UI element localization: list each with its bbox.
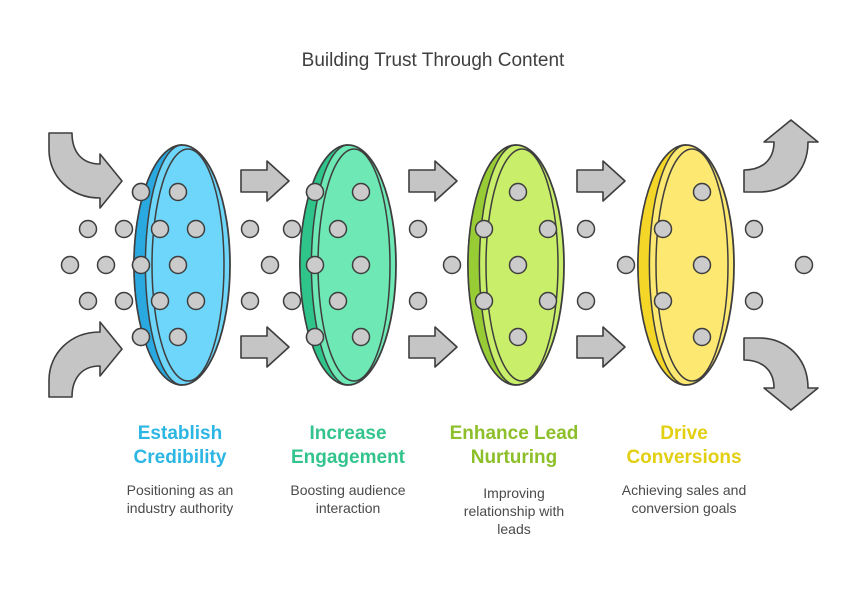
particle-dot [305,255,325,275]
stage-description-line: industry authority [126,500,234,516]
particle-dot [576,219,596,239]
curved-flow-arrow [743,337,819,411]
stage-ring [637,144,735,386]
stage-title-line: Establish [137,423,223,444]
particle-dot [351,182,371,202]
particle-dot [692,182,712,202]
particle-dot [351,327,371,347]
particle-dot [186,219,206,239]
diagram-title: Building Trust Through Content [301,50,565,71]
particle-dot [508,255,528,275]
particle-dot [150,291,170,311]
stage-description: Improving relationship with leads [434,484,594,538]
particle-dot [408,291,428,311]
particle-dot [744,291,764,311]
particle-dot [60,255,80,275]
particle-dot [305,182,325,202]
particle-dot [131,182,151,202]
particle-dot [328,291,348,311]
stage-title-line: Credibility [133,447,227,468]
particle-dot [168,255,188,275]
stage-title-line: Nurturing [470,447,558,468]
flow-arrow [240,160,290,202]
particle-dot [538,291,558,311]
particle-dot [794,255,814,275]
particle-dot [408,219,428,239]
flow-arrow [576,326,626,368]
stage-title-line: Enhance Lead [449,423,579,444]
particle-dot [351,255,371,275]
stage-description: Boosting audience interaction [268,481,428,517]
stage-description: Achieving sales and conversion goals [604,481,764,517]
flow-arrow [240,326,290,368]
flow-arrow [408,160,458,202]
stage-description: Positioning as an industry authority [100,481,260,517]
particle-dot [576,291,596,311]
stage-description-line: Boosting audience [290,482,406,498]
particle-dot [240,219,260,239]
particle-dot [328,219,348,239]
curved-flow-arrow [48,132,123,209]
particle-dot [78,291,98,311]
particle-dot [131,327,151,347]
particle-dot [114,291,134,311]
stage-title-line: Conversions [626,447,742,468]
particle-dot [240,291,260,311]
stage-description-line: Improving [483,485,545,501]
stage-title-line: Increase [309,423,387,444]
flow-arrow [576,160,626,202]
stage-ring [299,144,397,386]
particle-dot [260,255,280,275]
curved-flow-arrow [48,321,123,398]
particle-dot [508,182,528,202]
stage-rings [131,144,735,386]
particle-dot [96,255,116,275]
particle-dot [131,255,151,275]
particle-dot [474,291,494,311]
stage-description-line: Positioning as an [126,482,234,498]
particle-dot [114,219,134,239]
particle-dot [186,291,206,311]
stage-description-line: interaction [315,500,381,516]
stage-description-line: leads [497,521,531,537]
particle-dot [653,219,673,239]
particle-dot [616,255,636,275]
particle-dot [692,255,712,275]
particle-dot [508,327,528,347]
particle-dot [653,291,673,311]
stage-description-line: conversion goals [631,500,737,516]
particle-dot [538,219,558,239]
stage-description-line: relationship with [463,503,565,519]
stage-description-line: Achieving sales and [621,482,747,498]
particle-dot [78,219,98,239]
particle-dot [168,327,188,347]
particle-dot [692,327,712,347]
stage-title-line: Drive [660,423,708,444]
particle-dot [282,291,302,311]
particle-dot [474,219,494,239]
particle-dot [282,219,302,239]
flow-arrow [408,326,458,368]
flow-arrows [48,119,819,411]
curved-flow-arrow [743,119,819,193]
particle-dot [168,182,188,202]
particle-dot [442,255,462,275]
particle-dot [150,219,170,239]
particle-dot [305,327,325,347]
stage-title-line: Engagement [290,447,406,468]
particle-dot [744,219,764,239]
